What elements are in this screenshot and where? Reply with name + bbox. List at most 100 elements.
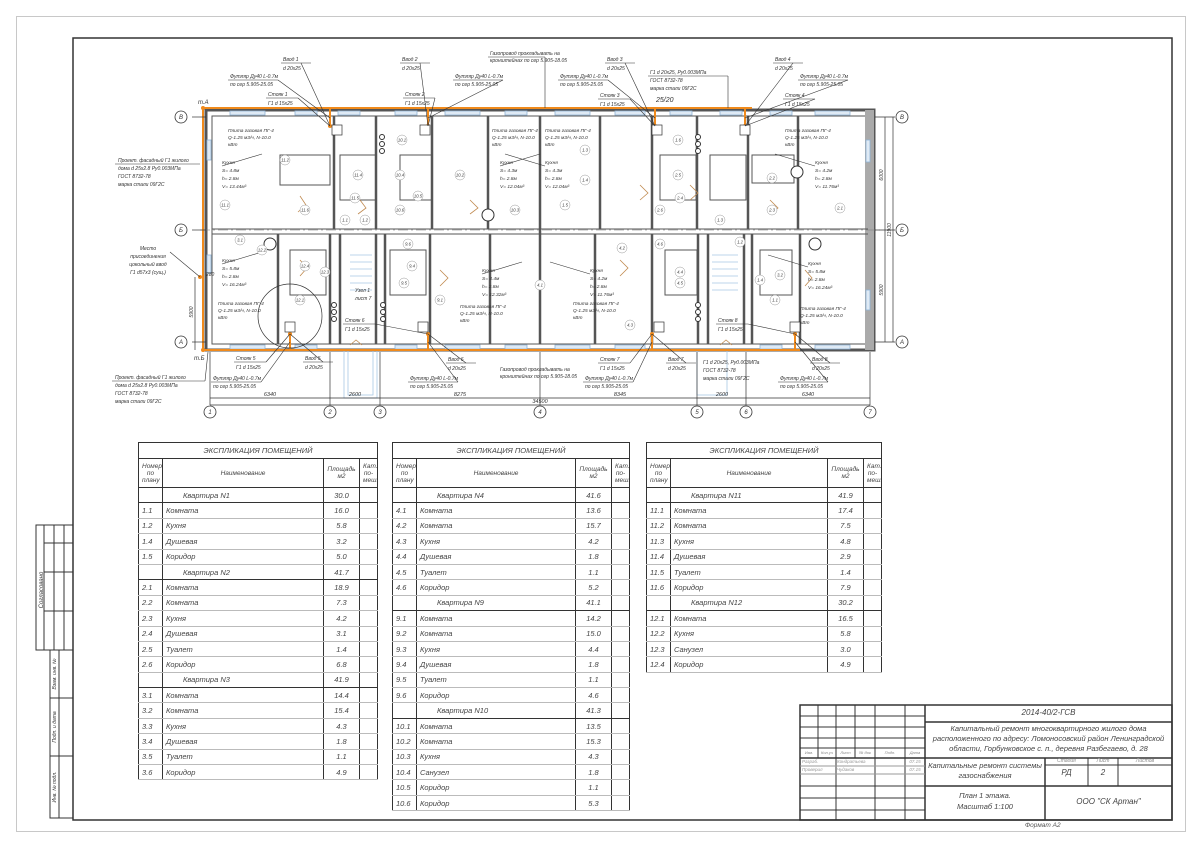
room-number: 4.1	[392, 502, 417, 519]
sleeve-2-series: по сер 5.905-25.05	[455, 82, 498, 88]
leader-line	[374, 323, 429, 335]
room-tag: 12.2	[258, 248, 267, 253]
leader-line	[747, 323, 796, 335]
col-date: Дата	[909, 750, 921, 755]
leader-line	[481, 261, 523, 275]
room-number: 12.3	[646, 640, 671, 658]
room-name: Кухня	[416, 533, 576, 550]
kitchen-4-v: V= 11.76м³	[815, 184, 839, 190]
room-area: 4.3	[323, 717, 360, 735]
room-name: Коридор	[416, 579, 576, 596]
col-name-header: Наименование	[162, 458, 324, 488]
leader-line	[624, 62, 656, 127]
sleeve-8-label: Футляр Ду40 L-0.7м	[780, 376, 829, 382]
room-tag-circle	[398, 277, 410, 289]
riser-1-title: Стояк 1	[268, 92, 288, 98]
room-number: 10.1	[392, 717, 417, 735]
room-tag: 4.4	[677, 270, 683, 275]
side-stamp	[35, 524, 74, 819]
leader-line	[767, 254, 809, 268]
room-tag-circle	[616, 242, 628, 254]
room-name: Душевая	[162, 533, 324, 550]
building-walls	[200, 108, 880, 352]
room-number: 3.6	[138, 764, 163, 781]
room-name: Санузел	[416, 764, 576, 781]
room-area: 18.9	[323, 579, 360, 596]
room-name: Комната	[416, 610, 576, 627]
leader-line	[419, 62, 429, 127]
stove-4-unit: кВт	[785, 142, 794, 148]
kitchen-1-s: S= 4.8м	[222, 168, 240, 174]
room-number: 2.3	[138, 610, 163, 627]
sleeve-6-label: Футляр Ду40 L-0.7м	[410, 376, 459, 382]
sleeve-8-series: по сер 5.905-25.05	[780, 384, 823, 390]
col-area-header: Площадь м2	[575, 458, 612, 488]
room-tag-circle	[394, 169, 406, 181]
room-name: Комната	[162, 594, 324, 612]
col-area-header: Площадь м2	[323, 458, 360, 488]
room-tag: 12.1	[296, 298, 304, 303]
room-tag: 3.2	[777, 273, 783, 278]
stove-3-model: Плита газовая ПГ-4	[545, 128, 591, 134]
node-1-sheet: лист 7	[354, 296, 372, 302]
room-name: Коридор	[162, 548, 324, 565]
kitchen-7-name: Кухня	[590, 268, 603, 274]
stove-3-unit: кВт	[545, 142, 554, 148]
room-number: 3.4	[138, 733, 163, 750]
room-tag-circle	[454, 169, 466, 181]
room-tag: 3.1	[237, 238, 243, 243]
dimension-left-small: 280	[205, 272, 215, 278]
sleeve-3-label: Футляр Ду40 L-0.7м	[560, 74, 609, 80]
kitchen-6-name: Кухня	[482, 268, 495, 274]
kitchen-1-name: Кухня	[222, 160, 235, 166]
room-number: 9.6	[392, 687, 417, 704]
room-tag: 1.4	[757, 278, 763, 283]
apartment-area: 30.0	[323, 486, 360, 504]
room-name: Душевая	[162, 733, 324, 750]
col-number-header: Номер по плану	[392, 458, 417, 488]
input-3-size: d 20x25	[607, 66, 625, 72]
room-name: Коридор	[670, 656, 828, 673]
col-doc: № док	[859, 750, 871, 755]
axis-label-c6: 6	[744, 410, 748, 416]
input-4-size: d 20x25	[775, 66, 793, 72]
drawing-frame	[72, 37, 1173, 821]
axis-label-B: Б	[900, 228, 904, 234]
room-number: 9.3	[392, 640, 417, 658]
room-number: 1.4	[138, 533, 163, 550]
facade-note-1: Проект. фасадный Г1 жилого	[118, 157, 189, 164]
room-tag: 9.1	[437, 298, 443, 303]
sleeve-7-label: Футляр Ду40 L-0.7м	[585, 376, 634, 382]
dimension-total: 34500	[532, 399, 548, 405]
sleeve-2-label: Футляр Ду40 L-0.7м	[455, 74, 504, 80]
room-tag-circle	[509, 204, 521, 216]
room-name: Кухня	[162, 717, 324, 735]
sheet-name: План 1 этажа. Масштаб 1:100	[925, 790, 1045, 812]
axis-label-A: А	[178, 340, 183, 346]
apartment-area: 41.6	[575, 486, 612, 504]
room-name: Туалет	[162, 748, 324, 766]
dimension-d2: 2600	[348, 392, 362, 398]
vent-ducts	[331, 134, 701, 322]
kitchen-8-s: S= 5.8м	[808, 269, 826, 275]
kitchen-3-h: h= 2.8м	[545, 176, 562, 182]
kitchen-6-h: h= 2.8м	[482, 284, 499, 290]
room-number: 2.4	[138, 625, 163, 642]
room-tag-circle	[294, 294, 306, 306]
room-tag-circle	[672, 134, 684, 146]
room-name: Комната	[670, 502, 828, 519]
apartment-name: Квартира N3	[162, 671, 324, 689]
room-number: 4.4	[392, 548, 417, 565]
kitchen-1-v: V= 13.44м³	[222, 184, 247, 190]
room-tag: 4.6	[657, 242, 663, 247]
room-tag: 2.3	[768, 208, 775, 213]
room-name: Туалет	[416, 671, 576, 689]
